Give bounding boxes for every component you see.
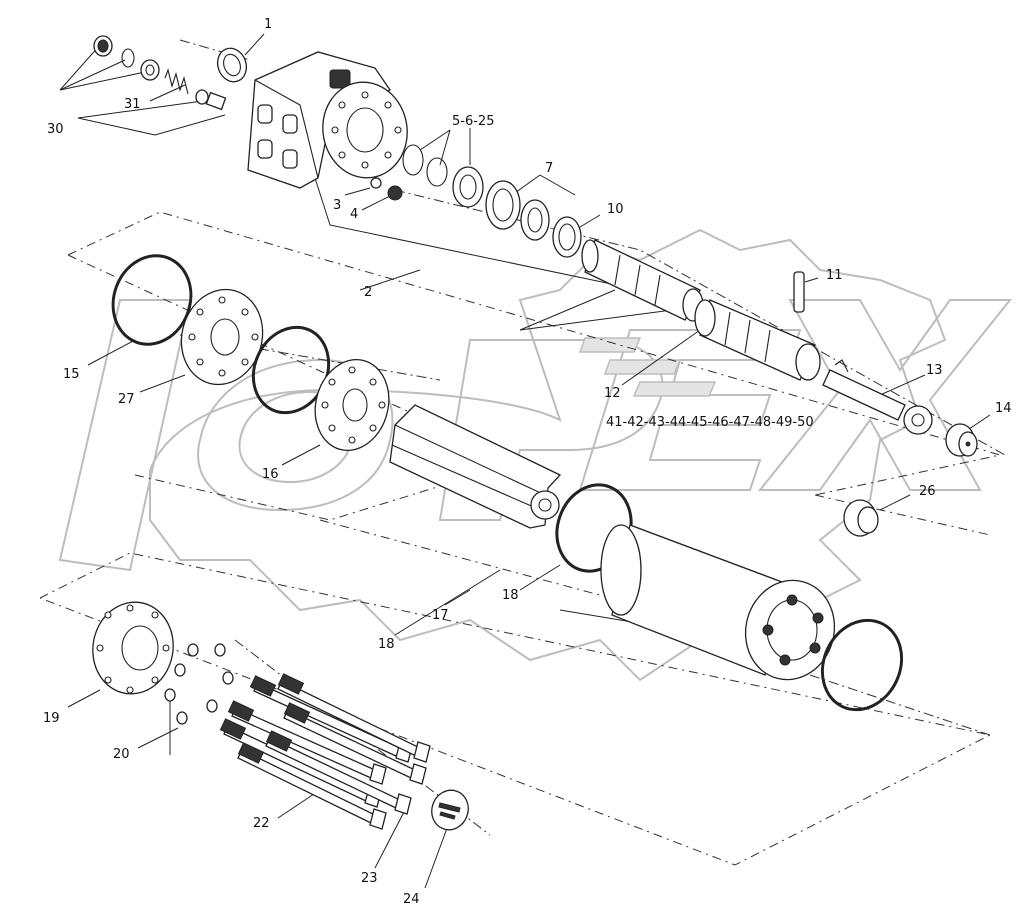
callout-13: 13 <box>926 363 943 378</box>
assembly-frames <box>39 211 1001 866</box>
plate-16-holes <box>321 366 386 444</box>
callout-27: 27 <box>118 392 135 407</box>
part-19-end-cover <box>92 601 174 695</box>
part-14-cap <box>945 423 978 457</box>
gerotor-rotor <box>389 404 562 529</box>
plate-27-holes <box>188 296 259 377</box>
callout-30: 30 <box>47 122 64 137</box>
part-30-31-fittings <box>93 35 227 111</box>
part-5-6-25-rings <box>402 144 484 208</box>
part-3-4-ball-plug <box>370 177 403 201</box>
callout-10: 10 <box>607 202 624 217</box>
callout-1: 1 <box>264 17 272 32</box>
part-11-pin <box>793 271 805 313</box>
callout-17: 17 <box>432 608 449 623</box>
callout-15: 15 <box>63 367 80 382</box>
callout-2: 2 <box>364 285 372 300</box>
callout-18-ring: 18 <box>502 588 519 603</box>
spool-sleeve <box>581 239 821 381</box>
callout-22: 22 <box>253 816 270 831</box>
callout-23: 23 <box>361 871 378 886</box>
callout-11: 11 <box>826 268 843 283</box>
bolt <box>265 730 412 815</box>
bolt <box>227 700 387 785</box>
part-15-o-ring <box>111 254 193 346</box>
part-20-washers <box>164 643 234 725</box>
part-27-plate <box>180 288 264 386</box>
part-22-bolts <box>219 673 431 830</box>
callout-7: 7 <box>545 161 553 176</box>
part-26-plug <box>843 499 879 537</box>
o-ring-right <box>820 618 904 712</box>
valve-housing <box>247 51 408 189</box>
callout-20: 20 <box>113 747 130 762</box>
callout-4: 4 <box>350 207 358 222</box>
bolt <box>283 702 427 785</box>
housing-bolt-holes <box>331 91 402 169</box>
callout-12: 12 <box>604 386 621 401</box>
part-24-name-plate <box>431 789 469 831</box>
callout-26: 26 <box>919 484 936 499</box>
part-16-plate <box>314 358 390 452</box>
callout-5-6-25: 5-6-25 <box>452 114 494 129</box>
part-10-ring <box>552 216 582 258</box>
callout-labels: 1 2 3 4 5-6-25 7 10 11 12 13 14 15 16 17… <box>43 17 1012 907</box>
leader-lines <box>59 33 991 889</box>
part-1-seal <box>216 47 248 83</box>
callout-24: 24 <box>403 892 420 907</box>
bolt <box>277 673 431 763</box>
stator <box>600 524 836 681</box>
callout-31: 31 <box>124 97 141 112</box>
watermark-stripes <box>578 337 717 397</box>
part-13-drive-shaft <box>822 359 933 435</box>
part-7-thrust-bearing <box>485 180 550 241</box>
callout-19: 19 <box>43 711 60 726</box>
callout-18-stator: 18 <box>378 637 395 652</box>
callout-14: 14 <box>995 401 1012 416</box>
stator-lobes <box>762 594 824 666</box>
callout-16: 16 <box>262 467 279 482</box>
bolt <box>237 742 387 830</box>
callout-41-50: 41-42-43-44-45-46-47-48-49-50 <box>606 415 814 430</box>
callout-3: 3 <box>333 198 341 213</box>
end-cover-holes <box>96 604 170 694</box>
